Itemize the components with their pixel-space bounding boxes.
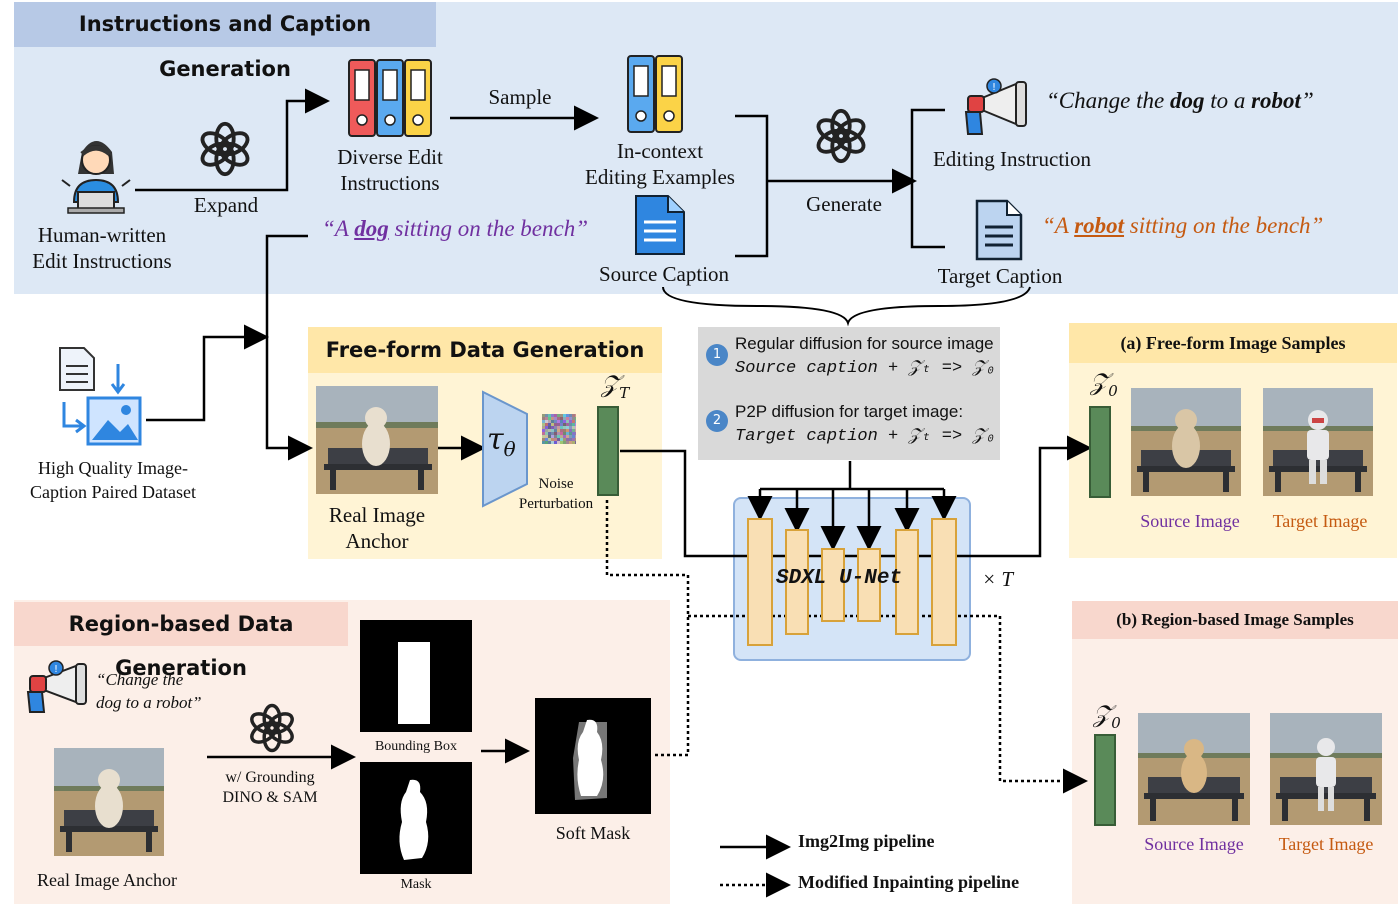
z0-latent	[1089, 406, 1111, 498]
step-1-badge: 1	[706, 344, 728, 366]
freeform-target-photo	[1263, 388, 1373, 496]
freeform-panel-title: Free-form Data Generation	[308, 327, 662, 373]
zt-label: 𝒵T	[601, 370, 630, 402]
step-2-title: P2P diffusion for target image:	[735, 402, 964, 421]
zt-latent	[597, 406, 619, 496]
diffusion-steps-box	[698, 327, 1000, 460]
unet-layer	[747, 518, 773, 646]
step-1-title: Regular diffusion for source image	[735, 334, 994, 353]
real-image-anchor-label: Real Image Anchor	[328, 503, 426, 553]
region-real-anchor-label: Real Image Anchor	[37, 870, 177, 890]
unet-label: SDXL U-Net	[776, 567, 903, 590]
freeform-samples-title: (a) Free-form Image Samples	[1069, 323, 1397, 363]
segmentation-mask	[360, 762, 472, 874]
svg-text:!: !	[992, 82, 996, 93]
dataset-label: High Quality Image- Caption Paired Datas…	[30, 458, 196, 502]
expand-label: Expand	[193, 193, 259, 217]
incontext-label: In-context Editing Examples	[585, 139, 735, 189]
svg-text:!: !	[54, 664, 58, 675]
target-caption-label: Target Caption	[937, 264, 1063, 288]
document-icon	[635, 195, 685, 255]
binders-icon	[348, 59, 432, 137]
z0-label: 𝒵0	[1090, 368, 1118, 400]
step-1-formula: Source caption + 𝒵ₜ => 𝒵₀	[735, 359, 996, 378]
human-user-icon	[61, 141, 131, 214]
unet-layer	[785, 529, 809, 635]
region-panel-title: Region-based Data Generation	[14, 602, 348, 680]
unet-layer	[895, 529, 919, 635]
target-quote: “A robot sitting on the bench”	[1042, 213, 1324, 238]
sample-label: Sample	[488, 85, 552, 109]
unet-layer	[821, 548, 845, 622]
region-target-photo	[1270, 713, 1382, 825]
noise-perturbation-label: Noise Perturbation	[518, 476, 594, 512]
bounding-box-label: Bounding Box	[374, 739, 458, 754]
soft-mask-label: Soft Mask	[555, 823, 631, 843]
legend-img2img: Img2Img pipeline	[798, 831, 935, 851]
region-target-label: Target Image	[1278, 834, 1374, 854]
region-quote: “Change the dog to a robot”	[96, 670, 202, 712]
z0-label-region: 𝒵0	[1093, 700, 1121, 732]
openai-logo-icon	[816, 108, 866, 164]
unet-layer	[931, 518, 957, 646]
soft-mask	[535, 698, 651, 814]
binders-icon	[627, 55, 683, 133]
freeform-source-photo	[1131, 388, 1241, 496]
region-source-photo	[1138, 713, 1250, 825]
source-caption-label: Source Caption	[598, 262, 730, 286]
openai-logo-icon	[200, 121, 250, 177]
region-samples-title: (b) Region-based Image Samples	[1072, 601, 1398, 639]
instruction-quote: “Change the dog to a robot”	[1046, 88, 1314, 113]
unet-layer	[857, 548, 881, 622]
megaphone-icon: !	[964, 78, 1027, 135]
source-quote-word: dog	[354, 216, 389, 241]
z0-latent-region	[1094, 734, 1116, 826]
target-quote-word: robot	[1074, 213, 1125, 238]
instructions-panel-title: Instructions and Caption Generation	[14, 2, 436, 81]
legend-inpainting: Modified Inpainting pipeline	[798, 872, 1020, 892]
real-image-anchor-photo	[316, 386, 438, 494]
megaphone-icon: !	[26, 660, 87, 713]
mask-label: Mask	[400, 877, 432, 892]
editing-instruction-label: Editing Instruction	[932, 147, 1092, 171]
region-real-image-photo	[54, 748, 164, 856]
step-2-formula: Target caption + 𝒵ₜ => 𝒵₀	[735, 427, 996, 446]
human-written-label: Human-written Edit Instructions	[32, 223, 172, 273]
grounding-label: w/ Grounding DINO & SAM	[222, 769, 318, 806]
openai-logo-icon	[250, 703, 294, 753]
freeform-target-label: Target Image	[1272, 511, 1368, 531]
document-icon	[975, 199, 1023, 261]
step-2-badge: 2	[706, 410, 728, 432]
bounding-box-mask	[360, 620, 472, 732]
noise-patch	[542, 414, 576, 444]
region-source-label: Source Image	[1144, 834, 1244, 854]
image-dataset-icon	[59, 347, 142, 446]
tau-theta-label: τθ	[487, 422, 516, 461]
source-quote: “A dog sitting on the bench”	[322, 216, 589, 241]
encoder-shape	[482, 390, 528, 508]
freeform-source-label: Source Image	[1140, 511, 1240, 531]
times-t-label: × T	[982, 567, 1014, 591]
diverse-edit-label: Diverse Edit Instructions	[337, 145, 443, 195]
generate-label: Generate	[806, 192, 882, 216]
